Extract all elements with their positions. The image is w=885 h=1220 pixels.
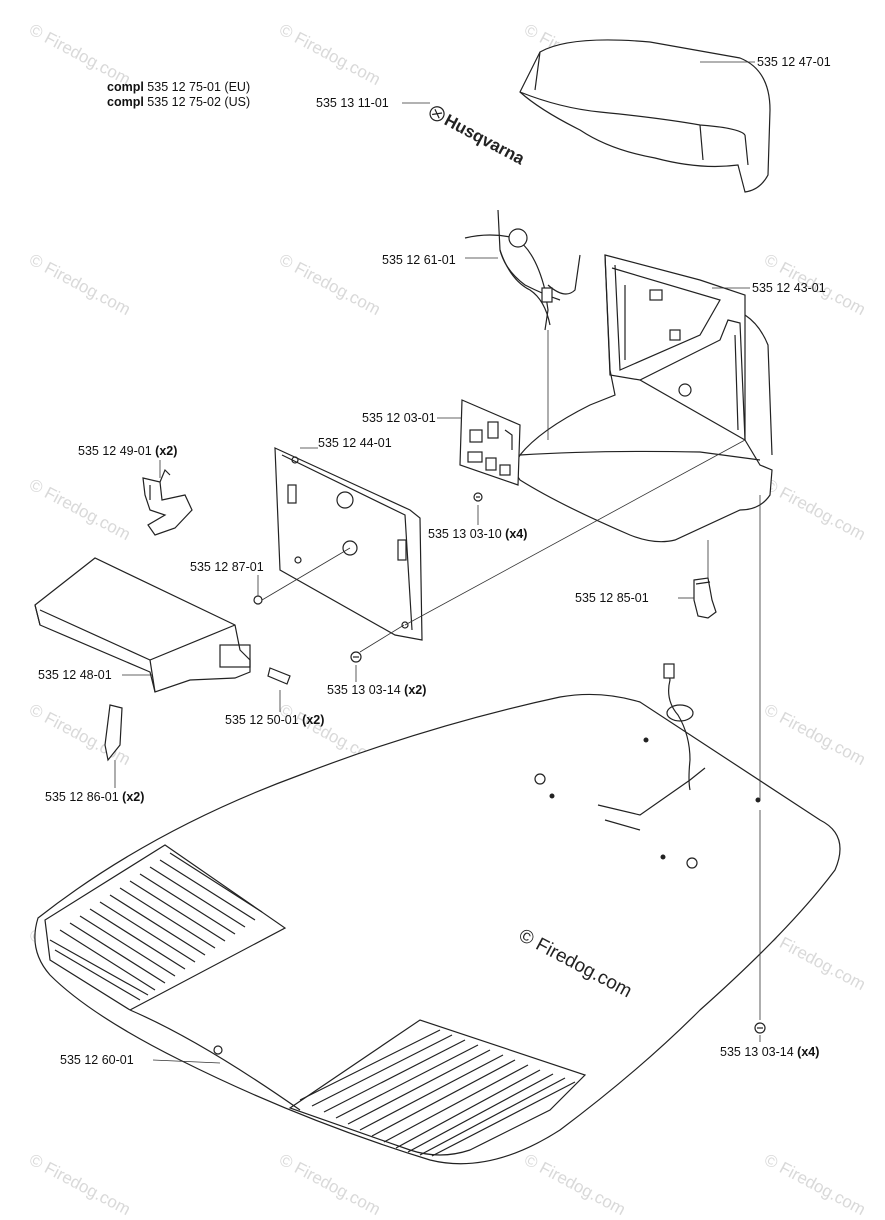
part-label: 535 13 03-14 (x2) — [327, 683, 426, 697]
chassis-body-part — [515, 254, 773, 543]
screw-part — [350, 651, 362, 663]
part-label: 535 12 60-01 — [60, 1053, 134, 1067]
quantity: (x2) — [302, 713, 325, 727]
screw-part — [473, 492, 483, 502]
wire-harness-part — [464, 209, 581, 331]
part-number: 535 12 49-01 — [78, 444, 152, 458]
part-label: 535 12 61-01 — [382, 253, 456, 267]
part-label: 535 12 03-01 — [362, 411, 436, 425]
base-plate-part — [34, 663, 841, 1165]
strap-part — [104, 704, 123, 762]
circuit-board-part — [459, 399, 521, 486]
part-number: 535 13 03-14 — [327, 683, 401, 697]
part-label: 535 12 43-01 — [752, 281, 826, 295]
right-grille — [299, 1029, 576, 1157]
part-label: 535 12 85-01 — [575, 591, 649, 605]
part-label: 535 13 11-01 — [316, 96, 389, 110]
husqvarna-logo-decal: Husqvarna — [429, 106, 528, 169]
part-label: 535 12 44-01 — [318, 436, 392, 450]
part-number: 535 13 03-14 — [720, 1045, 794, 1059]
part-label: 535 12 50-01 (x2) — [225, 713, 324, 727]
part-label: 535 13 03-10 (x4) — [428, 527, 527, 541]
part-label: 535 13 03-14 (x4) — [720, 1045, 819, 1059]
quantity: (x2) — [122, 790, 145, 804]
tray-part — [34, 557, 251, 693]
logo-text: Husqvarna — [441, 111, 528, 169]
quantity: (x4) — [505, 527, 528, 541]
mounting-plate-part — [274, 447, 423, 641]
pin-part — [267, 667, 291, 685]
part-label: 535 12 48-01 — [38, 668, 112, 682]
assembly-numbers: compl 535 12 75-01 (EU) compl 535 12 75-… — [107, 80, 250, 110]
top-cover-part — [519, 39, 771, 193]
assembly-eu: compl 535 12 75-01 (EU) — [107, 80, 251, 94]
quantity: (x4) — [797, 1045, 820, 1059]
quantity: (x2) — [155, 444, 178, 458]
connector-part — [693, 577, 717, 619]
assembly-us: compl 535 12 75-02 (US) — [107, 95, 251, 109]
part-label: 535 12 86-01 (x2) — [45, 790, 144, 804]
part-label: 535 12 87-01 — [190, 560, 264, 574]
screw-part — [754, 1022, 766, 1034]
leader-lines — [114, 61, 761, 1064]
quantity: (x2) — [404, 683, 427, 697]
left-grille — [49, 852, 263, 1001]
part-number: 535 12 86-01 — [45, 790, 119, 804]
clip-part — [142, 468, 193, 536]
part-number: 535 12 50-01 — [225, 713, 299, 727]
small-screw-part — [253, 595, 263, 605]
part-label: 535 12 47-01 — [757, 55, 831, 69]
part-number: 535 13 03-10 — [428, 527, 502, 541]
part-label: 535 12 49-01 (x2) — [78, 444, 177, 458]
